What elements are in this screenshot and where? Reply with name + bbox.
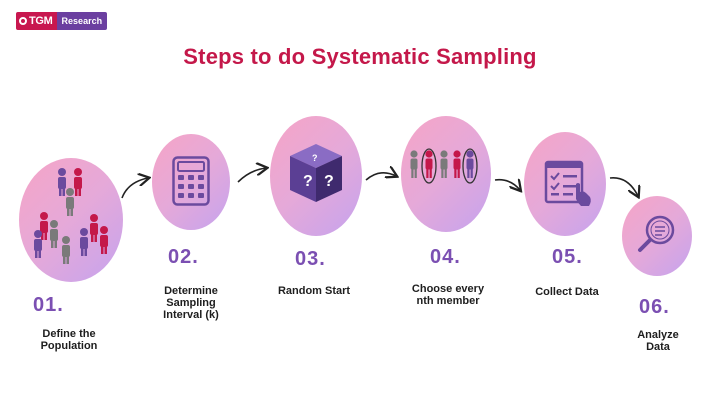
arrow-1-to-2 (121, 178, 148, 199)
step-3-label: Random Start (277, 285, 351, 297)
checklist-icon (544, 160, 591, 206)
svg-text:?: ? (303, 173, 313, 190)
select-people-icon (410, 148, 478, 184)
step-1-oval (19, 158, 123, 282)
step-2-label: Determine Sampling Interval (k) (163, 285, 219, 321)
person (58, 168, 66, 196)
step-3-number: 03. (295, 248, 326, 270)
step-5-number: 05. (552, 246, 583, 268)
population-icon (34, 168, 108, 264)
magnifier-icon (638, 215, 675, 252)
step-5-label: Collect Data (535, 286, 599, 298)
logo-dot-icon (19, 17, 27, 25)
arrow-4-to-5 (494, 180, 520, 190)
tgm-logo: TGM Research (16, 12, 108, 30)
svg-text:?: ? (312, 153, 318, 163)
step-1-label: Define the Population (40, 328, 98, 352)
step-2-number: 02. (168, 246, 199, 268)
step-1-number: 01. (33, 294, 64, 316)
step-5-oval (524, 132, 606, 236)
mystery-box-icon: ? ? ? (290, 144, 342, 202)
step-4-number: 04. (430, 246, 461, 268)
logo-text: Research (56, 12, 108, 30)
arrow-3-to-4 (365, 173, 396, 181)
page-title: Steps to do Systematic Sampling (183, 44, 537, 69)
logo-mark: TGM (16, 12, 57, 30)
arrow-2-to-3 (237, 168, 266, 183)
arrow-5-to-6 (609, 177, 638, 196)
step-6-label: Analyze Data (637, 329, 679, 353)
svg-text:?: ? (324, 173, 334, 190)
step-6-oval (622, 196, 692, 276)
step-4-label: Choose every nth member (411, 283, 485, 307)
calculator-icon (172, 156, 210, 206)
step-2-oval (152, 134, 230, 230)
step-6-number: 06. (639, 296, 670, 318)
